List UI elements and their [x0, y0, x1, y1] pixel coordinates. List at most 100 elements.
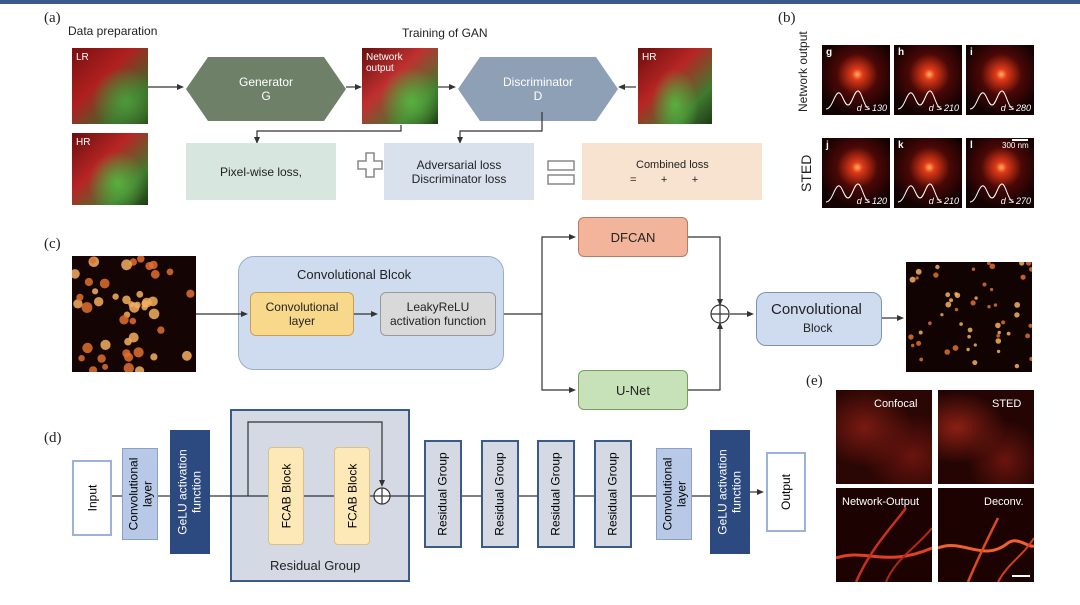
psf-profile-curve	[969, 183, 1015, 203]
residual-group-2: Residual Group	[481, 440, 519, 548]
network-output-image: Network output	[362, 48, 438, 124]
psf-profile-curve	[825, 90, 871, 110]
spot	[137, 256, 145, 263]
conv-block-right-title: Convolutional	[771, 301, 862, 318]
spot	[916, 340, 922, 346]
spot	[166, 268, 174, 276]
spot	[1014, 363, 1020, 369]
spot	[966, 347, 970, 352]
output-spots	[908, 262, 1032, 369]
network-output-image-label: Network output	[366, 52, 403, 74]
spot	[84, 277, 93, 287]
hr-image-left-label: HR	[76, 137, 91, 148]
spot	[919, 357, 924, 362]
generator-shape	[186, 57, 346, 121]
spot	[121, 259, 132, 271]
spot	[993, 303, 998, 307]
spot	[122, 295, 131, 305]
input-spots	[72, 256, 195, 372]
spot	[971, 267, 976, 271]
spot	[945, 301, 952, 308]
network-output-e-image: Network-Output	[836, 488, 932, 582]
spot	[145, 262, 154, 270]
spot	[918, 330, 923, 335]
output-box: Output	[766, 452, 806, 532]
residual-group-4: Residual Group	[594, 440, 632, 548]
residual-group-1: Residual Group	[424, 440, 462, 548]
spot	[967, 327, 973, 333]
residual-group-caption: Residual Group	[270, 558, 361, 573]
spot	[954, 292, 958, 296]
psf-profile-curve	[897, 90, 943, 110]
combined-loss-formula: = + +	[630, 174, 699, 186]
spot	[182, 350, 192, 361]
spot	[1028, 323, 1032, 328]
sum-node-icon	[710, 304, 730, 324]
panel-label-d: (d)	[44, 430, 62, 446]
spot	[972, 360, 978, 366]
panel-label-b: (b)	[778, 10, 796, 26]
spot	[995, 322, 1001, 329]
spot	[1014, 302, 1021, 308]
conv-block-title: Convolutional Blcok	[297, 267, 412, 282]
lr-image: LR	[72, 48, 148, 124]
deconv-label: Deconv.	[984, 496, 1024, 508]
generator-label: Generator G	[238, 75, 294, 103]
psf-profile-curve	[969, 90, 1015, 110]
spot	[76, 293, 84, 301]
spot	[996, 349, 1001, 354]
spot	[150, 353, 158, 361]
spot	[933, 272, 939, 278]
panel-label-a: (a)	[44, 10, 61, 26]
conv-layer-2: Convolutional layer	[656, 448, 692, 540]
spot	[128, 332, 139, 343]
spot	[129, 317, 137, 325]
spot	[78, 355, 85, 362]
spot	[150, 269, 160, 279]
residual-sum-icon	[373, 487, 391, 505]
spot	[952, 345, 959, 351]
network-output-e-filaments	[836, 507, 932, 582]
hr-image-right: HR	[638, 48, 712, 124]
spot	[82, 342, 93, 354]
fcab-block-1: FCAB Block	[268, 447, 304, 545]
spot	[1006, 331, 1011, 336]
spot	[72, 269, 80, 279]
lr-image-label: LR	[76, 52, 89, 63]
deconv-image: Deconv.	[938, 488, 1034, 582]
spot	[73, 299, 83, 309]
psf-tile-distance: d = 130	[856, 103, 887, 113]
fcab-block-2: FCAB Block	[334, 447, 370, 545]
discriminator-label: Discriminator D	[502, 75, 573, 103]
psf-scale-bar	[1012, 139, 1028, 141]
top-border	[0, 0, 1080, 4]
deconv-filaments	[938, 517, 1034, 582]
spot	[1014, 312, 1020, 318]
spot	[909, 276, 916, 283]
spot	[97, 354, 106, 363]
data-preparation-title: Data preparation	[68, 24, 158, 38]
spot	[89, 257, 97, 264]
hr-image-left: HR	[72, 133, 148, 205]
spot	[148, 308, 160, 320]
spot	[911, 343, 915, 348]
residual-group-3: Residual Group	[537, 440, 575, 548]
discriminator-shape	[458, 57, 618, 121]
spot	[974, 296, 978, 300]
conv-block-right-subtitle: Block	[803, 321, 833, 335]
spot	[995, 338, 1002, 344]
conv-layer-box: Convolutional layer	[250, 292, 354, 336]
conv-layer-1: Convolutional layer	[122, 448, 158, 540]
spot	[99, 278, 110, 289]
spot	[1025, 262, 1032, 266]
spot	[986, 262, 991, 265]
spot	[129, 302, 140, 313]
spot	[940, 313, 944, 317]
dfcan-box: DFCAN	[578, 217, 688, 257]
spot	[908, 334, 914, 340]
output-spots-image	[906, 262, 1032, 372]
plus-icon	[357, 152, 383, 178]
spot	[136, 290, 144, 298]
